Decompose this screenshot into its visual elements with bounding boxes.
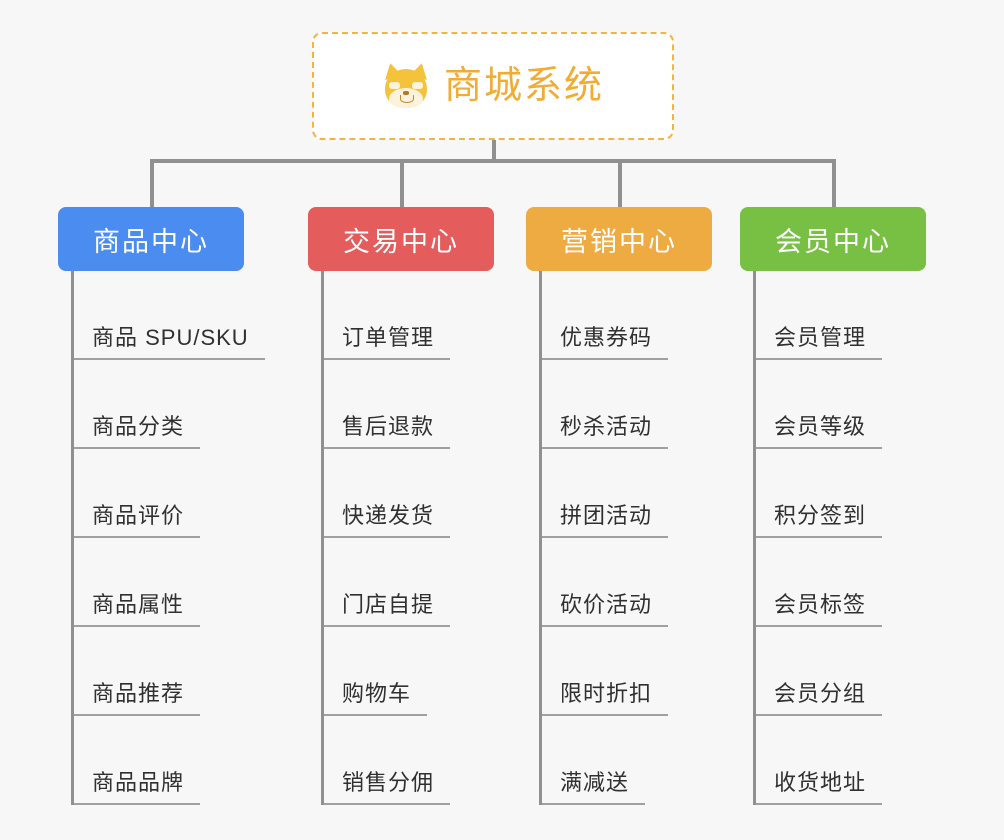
list-item[interactable]: 收货地址 <box>756 716 980 805</box>
leaf-label: 商品推荐 <box>74 676 201 716</box>
leaf-label: 秒杀活动 <box>542 409 669 449</box>
category-label: 交易中心 <box>343 226 459 257</box>
leaf-list-3: 优惠券码 秒杀活动 拼团活动 砍价活动 限时折扣 满减送 <box>539 271 766 805</box>
connector-horizontal-bus <box>150 159 836 163</box>
list-item[interactable]: 会员分组 <box>756 627 980 716</box>
list-item[interactable]: 会员标签 <box>756 538 980 627</box>
category-label: 商品中心 <box>93 226 209 257</box>
leaf-label: 会员管理 <box>756 320 883 360</box>
shiba-inu-icon <box>381 61 431 109</box>
root-node-label: 商城系统 <box>443 65 604 107</box>
category-card-product[interactable]: 商品中心 <box>58 207 244 271</box>
leaf-label: 限时折扣 <box>542 676 669 716</box>
list-item[interactable]: 商品品牌 <box>74 716 318 805</box>
list-item[interactable]: 商品推荐 <box>74 627 318 716</box>
category-card-member[interactable]: 会员中心 <box>740 207 926 271</box>
list-item[interactable]: 商品分类 <box>74 360 318 449</box>
branch-column-1: 商品中心 商品 SPU/SKU 商品分类 商品评价 商品属性 商品推荐 商品品牌 <box>58 207 318 805</box>
leaf-label: 商品品牌 <box>74 765 201 805</box>
leaf-label: 会员分组 <box>756 676 883 716</box>
branch-column-2: 交易中心 订单管理 售后退款 快递发货 门店自提 购物车 销售分佣 <box>308 207 548 805</box>
leaf-label: 商品评价 <box>74 498 201 538</box>
list-item[interactable]: 商品属性 <box>74 538 318 627</box>
category-card-trade[interactable]: 交易中心 <box>308 207 494 271</box>
list-item[interactable]: 售后退款 <box>324 360 548 449</box>
list-item[interactable]: 商品 SPU/SKU <box>74 271 318 360</box>
list-item[interactable]: 秒杀活动 <box>542 360 766 449</box>
leaf-label: 商品 SPU/SKU <box>74 320 265 360</box>
list-item[interactable]: 限时折扣 <box>542 627 766 716</box>
list-item[interactable]: 会员管理 <box>756 271 980 360</box>
connector-drop-2 <box>400 159 404 207</box>
root-node[interactable]: 商城系统 <box>312 32 674 140</box>
list-item[interactable]: 订单管理 <box>324 271 548 360</box>
leaf-label: 购物车 <box>324 676 428 716</box>
branch-column-3: 营销中心 优惠券码 秒杀活动 拼团活动 砍价活动 限时折扣 满减送 <box>526 207 766 805</box>
leaf-label: 收货地址 <box>756 765 883 805</box>
list-item[interactable]: 商品评价 <box>74 449 318 538</box>
leaf-label: 快递发货 <box>324 498 451 538</box>
leaf-list-4: 会员管理 会员等级 积分签到 会员标签 会员分组 收货地址 <box>753 271 980 805</box>
list-item[interactable]: 满减送 <box>542 716 766 805</box>
category-label: 营销中心 <box>561 226 677 257</box>
list-item[interactable]: 快递发货 <box>324 449 548 538</box>
connector-root-stem <box>492 140 496 162</box>
list-item[interactable]: 购物车 <box>324 627 548 716</box>
category-label: 会员中心 <box>775 226 891 257</box>
leaf-label: 门店自提 <box>324 587 451 627</box>
list-item[interactable]: 积分签到 <box>756 449 980 538</box>
list-item[interactable]: 拼团活动 <box>542 449 766 538</box>
leaf-label: 订单管理 <box>324 320 451 360</box>
leaf-label: 满减送 <box>542 765 646 805</box>
list-item[interactable]: 门店自提 <box>324 538 548 627</box>
leaf-label: 优惠券码 <box>542 320 669 360</box>
leaf-label: 会员等级 <box>756 409 883 449</box>
leaf-label: 会员标签 <box>756 587 883 627</box>
leaf-label: 商品分类 <box>74 409 201 449</box>
list-item[interactable]: 销售分佣 <box>324 716 548 805</box>
branch-column-4: 会员中心 会员管理 会员等级 积分签到 会员标签 会员分组 收货地址 <box>740 207 980 805</box>
leaf-label: 砍价活动 <box>542 587 669 627</box>
connector-drop-1 <box>150 159 154 207</box>
connector-drop-3 <box>618 159 622 207</box>
leaf-label: 拼团活动 <box>542 498 669 538</box>
list-item[interactable]: 砍价活动 <box>542 538 766 627</box>
category-card-marketing[interactable]: 营销中心 <box>526 207 712 271</box>
connector-drop-4 <box>832 159 836 207</box>
list-item[interactable]: 优惠券码 <box>542 271 766 360</box>
leaf-label: 售后退款 <box>324 409 451 449</box>
leaf-label: 销售分佣 <box>324 765 451 805</box>
leaf-list-2: 订单管理 售后退款 快递发货 门店自提 购物车 销售分佣 <box>321 271 548 805</box>
list-item[interactable]: 会员等级 <box>756 360 980 449</box>
leaf-label: 积分签到 <box>756 498 883 538</box>
leaf-label: 商品属性 <box>74 587 201 627</box>
leaf-list-1: 商品 SPU/SKU 商品分类 商品评价 商品属性 商品推荐 商品品牌 <box>71 271 318 805</box>
